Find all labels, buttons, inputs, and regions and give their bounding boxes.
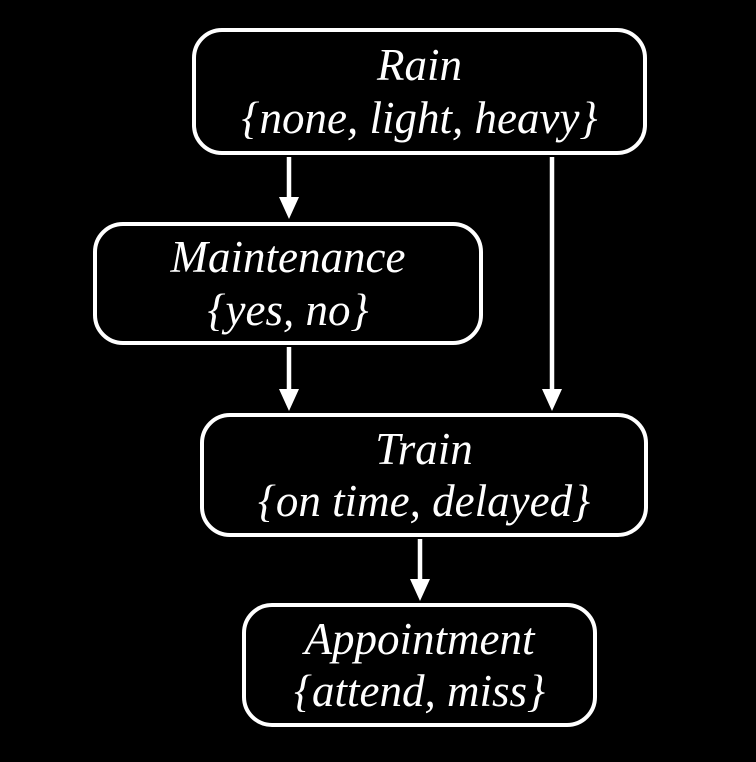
node-appointment: Appointment {attend, miss}	[242, 603, 597, 727]
edge-rain-maintenance	[279, 157, 299, 219]
arrowhead-icon	[542, 389, 562, 411]
arrowhead-icon	[279, 197, 299, 219]
node-rain: Rain {none, light, heavy}	[192, 28, 647, 155]
node-values: {on time, delayed}	[257, 476, 591, 526]
node-values: {attend, miss}	[294, 666, 545, 716]
arrowhead-icon	[410, 579, 430, 601]
node-values: {none, light, heavy}	[241, 92, 598, 143]
node-label: Maintenance	[170, 232, 406, 283]
node-label: Appointment	[304, 613, 535, 664]
edge-maintenance-train	[279, 347, 299, 411]
node-maintenance: Maintenance {yes, no}	[93, 222, 483, 345]
arrowhead-icon	[279, 389, 299, 411]
node-train: Train {on time, delayed}	[200, 413, 648, 537]
edge-train-appointment	[410, 539, 430, 601]
node-label: Train	[375, 423, 473, 474]
edge-rain-train	[542, 157, 562, 411]
node-label: Rain	[377, 40, 462, 91]
node-values: {yes, no}	[207, 284, 369, 335]
